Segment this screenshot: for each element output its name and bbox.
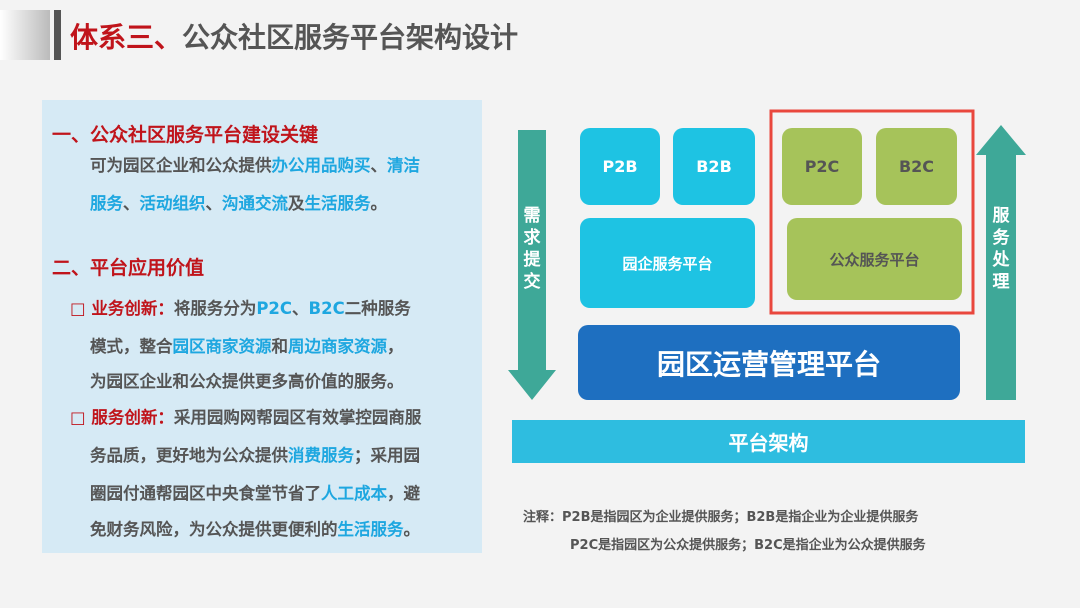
body-text: 可为园区企业和公众提供 bbox=[90, 156, 272, 175]
panel-line: 模式，整合园区商家资源和周边商家资源， bbox=[90, 333, 404, 357]
highlight-text: 周边商家资源 bbox=[288, 337, 387, 356]
highlight-text: 生活服务 bbox=[304, 194, 371, 213]
body-text: ，避 bbox=[387, 484, 420, 503]
public-platform-box: 公众服务平台 bbox=[787, 218, 962, 300]
body-text: 二种服务 bbox=[344, 299, 411, 318]
note-line-1: 注释：P2B是指园区为企业提供服务；B2B是指企业为企业提供服务 bbox=[523, 510, 919, 525]
panel-line: □ 业务创新：将服务分为P2C、B2C二种服务 bbox=[70, 295, 411, 319]
heading-text: 一、公众社区服务平台建设关键 bbox=[52, 124, 319, 146]
body-text: 、 bbox=[292, 299, 309, 318]
body-text: 、 bbox=[205, 194, 223, 213]
highlight-text: 活动组织 bbox=[139, 194, 206, 213]
b2b-box: B2B bbox=[673, 128, 755, 205]
highlight-text: 清洁 bbox=[387, 156, 420, 175]
p2b-box: P2B bbox=[580, 128, 660, 205]
body-text: 免财务风险，为公众提供更便利的 bbox=[90, 520, 338, 539]
body-text: 及 bbox=[288, 194, 305, 213]
heading-text: □ 服务创新： bbox=[70, 408, 174, 427]
panel-line: 可为园区企业和公众提供办公用品购买、清洁 bbox=[90, 152, 420, 176]
highlight-text: 人工成本 bbox=[321, 484, 387, 503]
title-main: 公众社区服务平台架构设计 bbox=[182, 21, 519, 54]
panel-line: 二、平台应用价值 bbox=[52, 253, 204, 280]
highlight-text: B2C bbox=[308, 299, 345, 318]
highlight-text: 园区商家资源 bbox=[172, 337, 272, 356]
note-line-2: P2C是指园区为公众提供服务；B2C是指企业为公众提供服务 bbox=[570, 538, 926, 553]
body-text: ， bbox=[387, 337, 404, 356]
public-highlight-frame bbox=[769, 109, 975, 315]
highlight-text: 服务 bbox=[90, 194, 123, 213]
page-title: 体系三、公众社区服务平台架构设计 bbox=[70, 16, 518, 56]
body-text: ；采用园 bbox=[354, 446, 420, 465]
enterprise-platform-box: 园企服务平台 bbox=[580, 218, 755, 308]
panel-line: □ 服务创新：采用园购网帮园区有效掌控园商服 bbox=[70, 404, 421, 428]
body-text: 、 bbox=[370, 156, 388, 175]
heading-text: □ 业务创新： bbox=[70, 299, 174, 318]
body-text: 模式，整合 bbox=[90, 337, 173, 356]
highlight-text: P2C bbox=[256, 299, 293, 318]
up-arrow-icon bbox=[976, 125, 1026, 400]
left-arrow-label: 需求提交 bbox=[523, 206, 541, 292]
title-decoration bbox=[0, 10, 50, 60]
title-prefix: 体系三、 bbox=[70, 21, 183, 54]
body-text: 务品质，更好地为公众提供 bbox=[90, 446, 288, 465]
highlight-text: 消费服务 bbox=[288, 446, 354, 465]
body-text: 采用园购网帮园区有效掌控园商服 bbox=[173, 408, 422, 427]
down-arrow-icon bbox=[508, 130, 556, 400]
heading-text: 二、平台应用价值 bbox=[52, 257, 205, 279]
panel-line: 为园区企业和公众提供更多高价值的服务。 bbox=[90, 368, 404, 392]
highlight-text: 沟通交流 bbox=[222, 194, 288, 213]
title-bar bbox=[54, 10, 61, 60]
panel-line: 免财务风险，为公众提供更便利的生活服务。 bbox=[90, 516, 420, 540]
ops-platform-box: 园区运营管理平台 bbox=[578, 325, 960, 400]
panel-line: 一、公众社区服务平台建设关键 bbox=[52, 120, 318, 147]
b2c-box: B2C bbox=[876, 128, 957, 205]
architecture-bar: 平台架构 bbox=[512, 420, 1025, 463]
body-text: 和 bbox=[271, 337, 289, 356]
highlight-text: 生活服务 bbox=[337, 520, 404, 539]
highlight-text: 办公用品购买 bbox=[271, 156, 371, 175]
body-text: 。 bbox=[403, 520, 421, 539]
p2c-box: P2C bbox=[782, 128, 862, 205]
body-text: 、 bbox=[123, 194, 140, 213]
body-text: 圈园付通帮园区中央食堂节省了 bbox=[90, 484, 321, 503]
right-arrow-label: 服务处理 bbox=[992, 206, 1010, 292]
body-text: 。 bbox=[370, 194, 388, 213]
text-panel: 一、公众社区服务平台建设关键可为园区企业和公众提供办公用品购买、清洁服务、活动组… bbox=[42, 100, 482, 553]
body-text: 为园区企业和公众提供更多高价值的服务。 bbox=[90, 372, 404, 391]
panel-line: 服务、活动组织、沟通交流及生活服务。 bbox=[90, 190, 387, 214]
body-text: 将服务分为 bbox=[173, 299, 257, 318]
panel-line: 务品质，更好地为公众提供消费服务；采用园 bbox=[90, 442, 420, 466]
panel-line: 圈园付通帮园区中央食堂节省了人工成本，避 bbox=[90, 480, 420, 504]
